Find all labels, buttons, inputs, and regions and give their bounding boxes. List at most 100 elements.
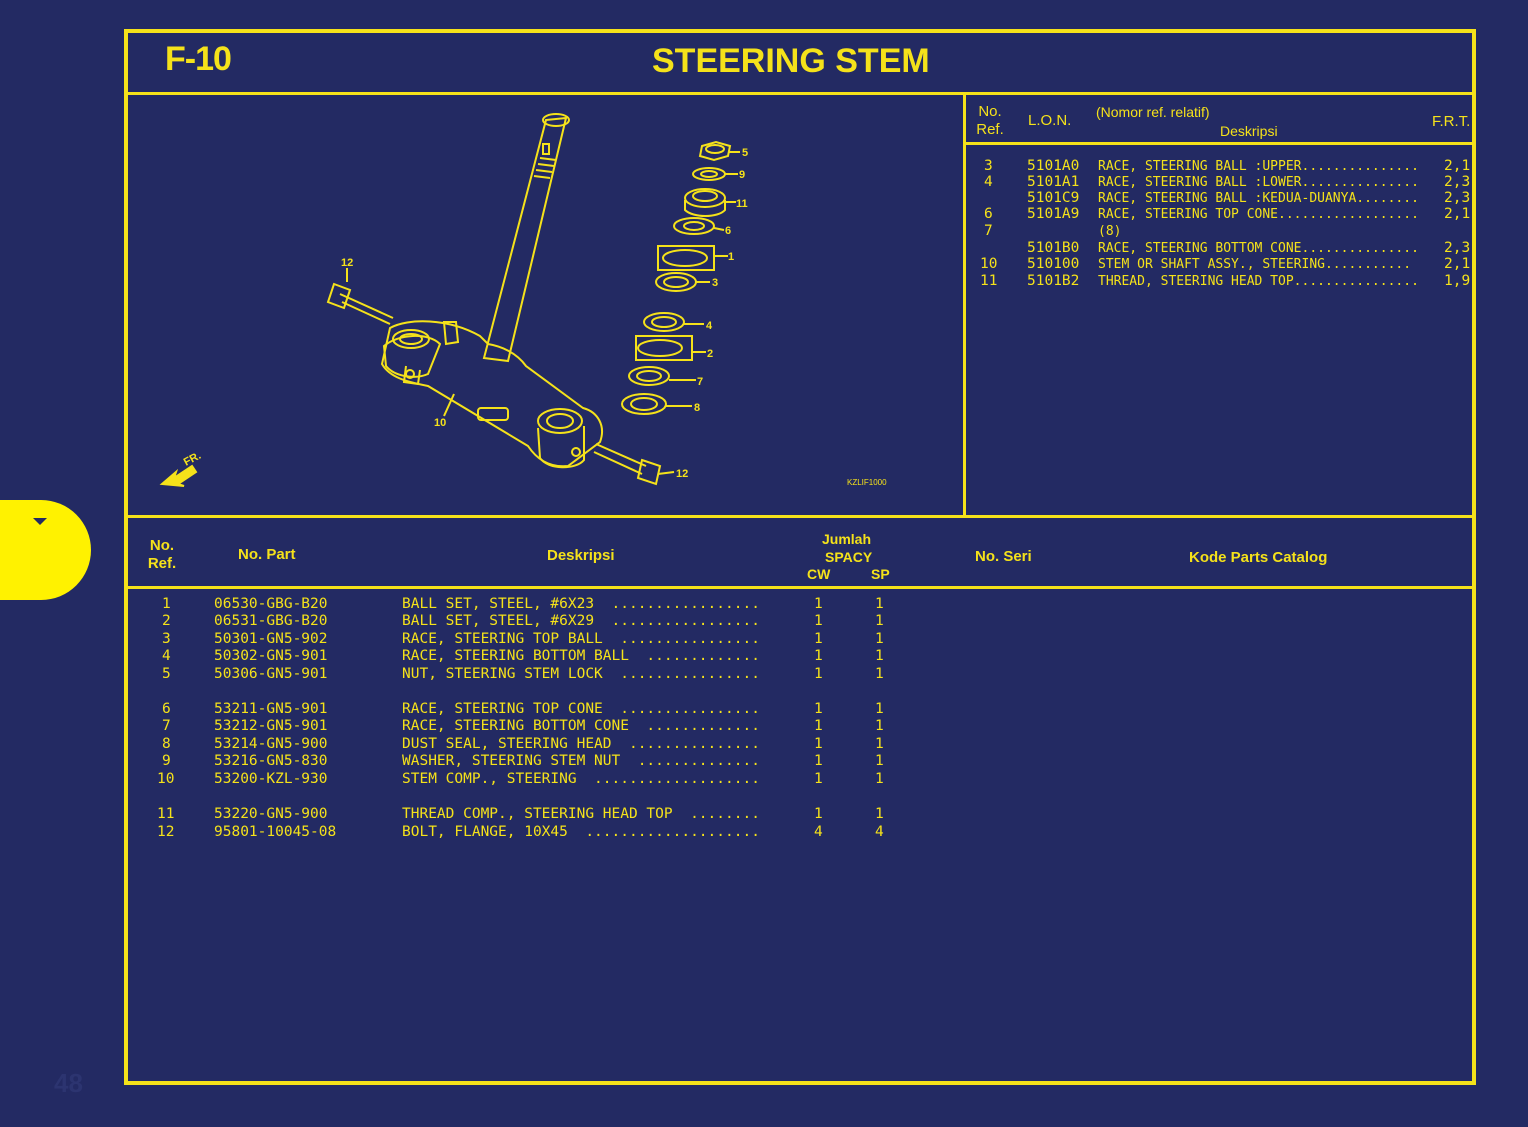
table-cell: 5 bbox=[162, 666, 171, 682]
table-cell: 7 bbox=[984, 223, 993, 239]
ref-col-deskripsi: Deskripsi bbox=[1220, 123, 1278, 139]
table-cell: 9 bbox=[162, 753, 171, 769]
table-cell: RACE, STEERING TOP BALL ................ bbox=[402, 631, 760, 647]
table-cell: 1 bbox=[814, 771, 823, 787]
exploded-diagram: 5 9 11 6 1 3 4 2 7 8 12 10 12 FR. KZLIF1… bbox=[159, 113, 887, 487]
table-cell: BALL SET, STEEL, #6X29 ................. bbox=[402, 613, 760, 629]
table-cell: 53200-KZL-930 bbox=[214, 771, 328, 787]
ref-col-nomor: (Nomor ref. relatif) bbox=[1096, 104, 1210, 120]
upper-bolt bbox=[339, 293, 394, 325]
table-cell: 5101C9 bbox=[1027, 190, 1080, 206]
parts-col-kode: Kode Parts Catalog bbox=[1189, 549, 1328, 566]
fr-arrow-icon bbox=[159, 464, 198, 487]
diagram-divider bbox=[963, 95, 966, 518]
table-cell: RACE, STEERING TOP CONE.................… bbox=[1098, 207, 1419, 222]
table-cell: 53212-GN5-901 bbox=[214, 718, 328, 734]
callout: 4 bbox=[706, 320, 713, 332]
washer-9 bbox=[692, 167, 726, 181]
table-cell: 1 bbox=[814, 701, 823, 717]
header-divider bbox=[124, 92, 1476, 95]
ref-header-rule bbox=[966, 142, 1476, 145]
table-cell: 8 bbox=[162, 736, 171, 752]
table-cell: 1 bbox=[875, 701, 884, 717]
table-cell: 10 bbox=[157, 771, 175, 787]
table-cell: 3 bbox=[162, 631, 171, 647]
callout: 11 bbox=[736, 198, 748, 210]
table-cell: 4 bbox=[984, 174, 993, 190]
parts-col-spacy: SPACY bbox=[825, 549, 873, 565]
cone-6 bbox=[673, 217, 715, 235]
table-cell: 5101B2 bbox=[1027, 273, 1080, 289]
caret-down-icon bbox=[33, 518, 47, 525]
table-cell: 1 bbox=[875, 806, 884, 822]
callout: 12 bbox=[341, 257, 353, 269]
callout: 9 bbox=[739, 169, 745, 181]
table-cell: RACE, STEERING BALL :KEDUA-DUANYA.......… bbox=[1098, 191, 1419, 206]
table-cell: 7 bbox=[162, 718, 171, 734]
table-cell: DUST SEAL, STEERING HEAD ............... bbox=[402, 736, 760, 752]
table-cell: 1 bbox=[814, 736, 823, 752]
table-cell: RACE, STEERING BOTTOM CONE ............. bbox=[402, 718, 760, 734]
table-cell: 50306-GN5-901 bbox=[214, 666, 328, 682]
table-cell: 53216-GN5-830 bbox=[214, 753, 328, 769]
table-cell: 4 bbox=[162, 648, 171, 664]
table-cell: 10 bbox=[980, 256, 998, 272]
table-cell: 5101A9 bbox=[1027, 206, 1080, 222]
table-cell: THREAD COMP., STEERING HEAD TOP ........ bbox=[402, 806, 760, 822]
table-cell: 2,3 bbox=[1444, 190, 1471, 206]
page-frame bbox=[124, 29, 1476, 1085]
section-code: F-10 bbox=[165, 40, 232, 78]
lower-bolt bbox=[593, 443, 647, 475]
parts-col-deskripsi: Deskripsi bbox=[547, 547, 615, 564]
table-cell: THREAD, STEERING HEAD TOP...............… bbox=[1098, 274, 1419, 289]
table-cell: 1 bbox=[875, 631, 884, 647]
nut-5 bbox=[698, 140, 732, 162]
table-cell: 1 bbox=[814, 718, 823, 734]
table-cell: BALL SET, STEEL, #6X23 ................. bbox=[402, 596, 760, 612]
diagram-bottom-rule bbox=[124, 515, 1476, 518]
ballset-1 bbox=[657, 245, 715, 271]
callout: 12 bbox=[676, 468, 688, 480]
race-4 bbox=[643, 312, 685, 332]
table-cell: 06530-GBG-B20 bbox=[214, 596, 328, 612]
table-cell: 1 bbox=[875, 666, 884, 682]
ref-col-frt: F.R.T. bbox=[1432, 113, 1471, 130]
parts-col-jumlah: Jumlah bbox=[822, 531, 872, 547]
stem-tube-top bbox=[542, 113, 570, 127]
table-cell: 2,1 bbox=[1444, 206, 1471, 222]
table-cell: 1,9 bbox=[1444, 273, 1471, 289]
callout: 2 bbox=[707, 348, 713, 360]
callout: 7 bbox=[697, 376, 703, 388]
table-cell: 1 bbox=[875, 596, 884, 612]
table-cell: 1 bbox=[875, 718, 884, 734]
table-cell: 4 bbox=[875, 824, 884, 840]
section-tab[interactable] bbox=[0, 500, 91, 600]
seal-8 bbox=[621, 393, 667, 415]
table-cell: 1 bbox=[814, 666, 823, 682]
table-cell: 2,1 bbox=[1444, 256, 1471, 272]
parts-col-no-part: No. Part bbox=[238, 546, 296, 563]
table-cell: 1 bbox=[875, 613, 884, 629]
table-cell: 5101A0 bbox=[1027, 158, 1080, 174]
stem-tube bbox=[482, 116, 568, 363]
table-cell: 2,1 bbox=[1444, 158, 1471, 174]
table-cell: 1 bbox=[875, 736, 884, 752]
table-cell: 1 bbox=[814, 648, 823, 664]
table-cell: 53220-GN5-900 bbox=[214, 806, 328, 822]
table-cell: 12 bbox=[157, 824, 175, 840]
table-cell: 1 bbox=[875, 648, 884, 664]
parts-col-no-seri: No. Seri bbox=[975, 548, 1032, 565]
ref-col-lon: L.O.N. bbox=[1028, 112, 1072, 129]
parts-header-rule bbox=[124, 586, 1476, 589]
parts-col-no-ref: No. Ref. bbox=[147, 537, 177, 572]
table-cell: 510100 bbox=[1027, 256, 1080, 272]
table-cell: 6 bbox=[162, 701, 171, 717]
table-cell: STEM COMP., STEERING ................... bbox=[402, 771, 760, 787]
table-cell: 11 bbox=[157, 806, 175, 822]
page-title: STEERING STEM bbox=[652, 42, 930, 80]
table-cell: 53214-GN5-900 bbox=[214, 736, 328, 752]
table-cell: RACE, STEERING TOP CONE ................ bbox=[402, 701, 760, 717]
thread-11 bbox=[684, 188, 726, 208]
table-cell: 1 bbox=[814, 596, 823, 612]
table-cell: 1 bbox=[814, 631, 823, 647]
